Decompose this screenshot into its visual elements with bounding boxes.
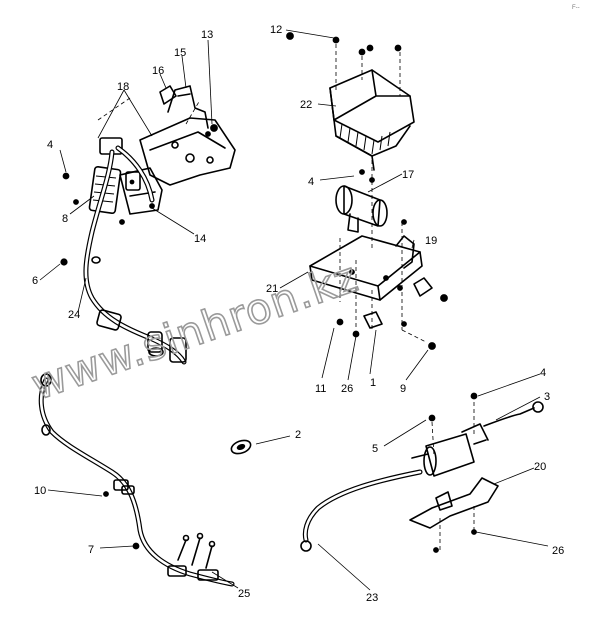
wire-harness-25 xyxy=(38,373,235,587)
callout-21: 21 xyxy=(266,283,278,295)
relay-box-22 xyxy=(286,32,415,171)
callout-5: 5 xyxy=(372,443,378,455)
wire-harness-24 xyxy=(60,145,187,365)
callout-19: 19 xyxy=(425,235,437,247)
callout-26-right: 26 xyxy=(552,545,564,557)
callout-24: 24 xyxy=(68,309,80,321)
callout-23: 23 xyxy=(366,592,378,604)
callout-3: 3 xyxy=(544,391,550,403)
callout-14: 14 xyxy=(194,233,206,245)
callout-20: 20 xyxy=(534,461,546,473)
callout-4-right: 4 xyxy=(540,367,546,379)
callout-6: 6 xyxy=(32,275,38,287)
callout-17: 17 xyxy=(402,169,414,181)
callout-8: 8 xyxy=(62,213,68,225)
callout-4-left: 4 xyxy=(47,139,53,151)
callout-labels: 1 2 3 4 4 4 5 6 7 8 9 10 11 12 13 14 15 … xyxy=(32,24,564,604)
canister-17 xyxy=(335,169,388,233)
callout-7: 7 xyxy=(88,544,94,556)
grommet-2 xyxy=(230,439,252,455)
callout-16: 16 xyxy=(152,65,164,77)
corner-mark: F-- xyxy=(572,5,580,11)
callout-11: 11 xyxy=(315,383,326,395)
mounting-bracket-21 xyxy=(309,219,448,350)
callout-13: 13 xyxy=(201,29,213,41)
callout-4-center: 4 xyxy=(308,176,314,188)
callout-22: 22 xyxy=(300,99,312,111)
leader-lines xyxy=(39,29,549,591)
callout-2: 2 xyxy=(295,429,301,441)
lower-right-assembly xyxy=(300,392,544,553)
connector-module xyxy=(62,137,141,225)
callout-25: 25 xyxy=(238,588,250,600)
callout-15: 15 xyxy=(174,47,186,59)
callout-10: 10 xyxy=(34,485,46,497)
upper-left-bracket-assembly xyxy=(119,85,236,215)
callout-12: 12 xyxy=(270,24,282,36)
callout-9: 9 xyxy=(400,383,406,395)
callout-18: 18 xyxy=(117,81,129,93)
callout-26-center: 26 xyxy=(341,383,353,395)
watermark: www.sinhron.kz xyxy=(25,252,364,410)
callout-1: 1 xyxy=(370,377,376,389)
